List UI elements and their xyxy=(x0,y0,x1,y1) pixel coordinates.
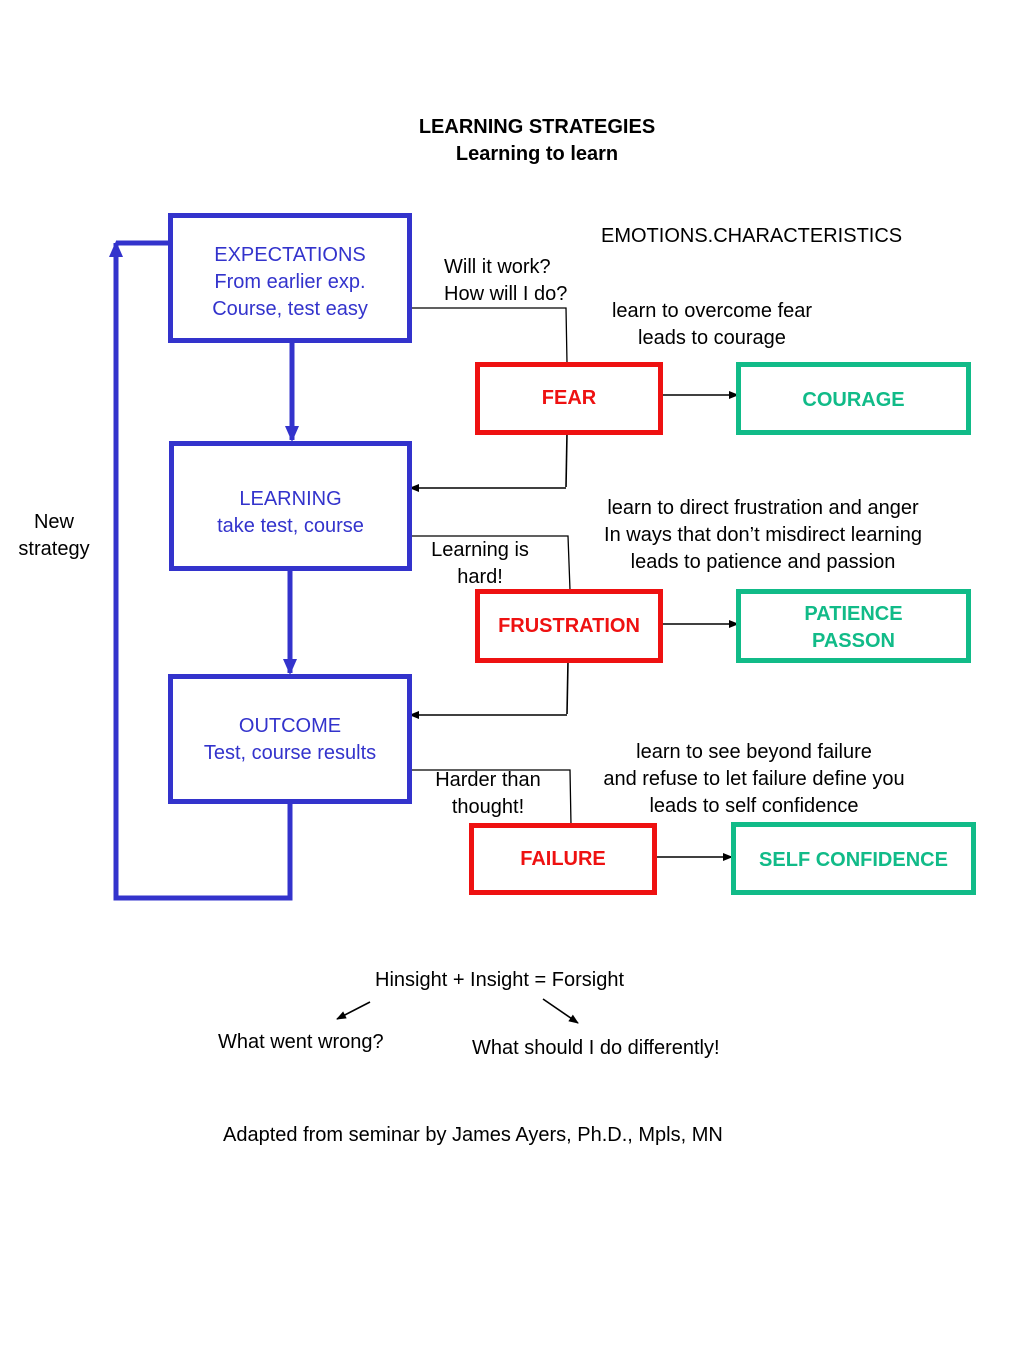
lesson-line: leads to patience and passion xyxy=(630,551,896,573)
feedback-label-line: strategy xyxy=(18,538,90,560)
characteristic-self-confidence: SELF CONFIDENCE xyxy=(731,822,976,895)
question-line: How will I do? xyxy=(444,283,568,305)
question-line: Learning is xyxy=(431,539,529,561)
emotion-label: FAILURE xyxy=(520,847,606,870)
characteristic-label: COURAGE xyxy=(802,389,905,411)
emotion-fear: FEAR xyxy=(475,362,663,435)
question-learning: Learning is hard! xyxy=(418,537,542,591)
emotions-heading: EMOTIONS.CHARACTERISTICS xyxy=(601,225,903,247)
stage-title: LEARNING xyxy=(239,488,342,510)
stage-outcome: OUTCOME Test, course results xyxy=(168,674,412,804)
stage-title: OUTCOME xyxy=(238,715,342,737)
lesson-line: learn to overcome fear xyxy=(611,300,813,322)
feedback-label-line: New xyxy=(33,511,74,533)
stage-title: EXPECTATIONS xyxy=(214,244,366,266)
lesson-line: In ways that don’t misdirect learning xyxy=(604,524,922,546)
stage-line: Course, test easy xyxy=(212,298,368,320)
lesson-fear: learn to overcome fear leads to courage xyxy=(582,298,842,352)
stage-expectations: EXPECTATIONS From earlier exp. Course, t… xyxy=(168,213,412,343)
characteristic-courage: COURAGE xyxy=(736,362,971,435)
formula-right: What should I do differently! xyxy=(472,1037,720,1059)
stage-arrows xyxy=(283,342,299,675)
formula-arrows xyxy=(336,998,579,1024)
feedback-loop xyxy=(109,240,293,901)
characteristic-label: PATIENCE xyxy=(804,603,903,625)
characteristic-label: PASSON xyxy=(812,630,895,652)
question-line: Harder than xyxy=(435,769,541,791)
stage-learning: LEARNING take test, course xyxy=(169,441,412,571)
question-line: hard! xyxy=(457,566,503,588)
question-connectors xyxy=(410,307,572,826)
question-outcome: Harder than thought! xyxy=(420,767,556,821)
diagram-title: LEARNING STRATEGIES Learning to learn xyxy=(312,114,762,168)
credit-line: Adapted from seminar by James Ayers, Ph.… xyxy=(223,1124,723,1146)
lesson-line: leads to courage xyxy=(638,327,786,349)
feedback-label: New strategy xyxy=(4,509,104,563)
stage-line: take test, course xyxy=(217,515,364,537)
formula-left: What went wrong? xyxy=(218,1031,384,1053)
emotion-failure: FAILURE xyxy=(469,823,657,895)
outcome-arrows xyxy=(655,391,739,861)
emotion-frustration: FRUSTRATION xyxy=(475,589,663,663)
formula: Hinsight + Insight = Forsight xyxy=(375,969,625,991)
emotion-label: FEAR xyxy=(541,387,597,409)
subtitle-line: Learning to learn xyxy=(455,143,619,165)
return-arrows xyxy=(409,432,569,719)
stage-line: Test, course results xyxy=(203,742,377,764)
emotion-label: FRUSTRATION xyxy=(498,614,640,637)
characteristic-label: SELF CONFIDENCE xyxy=(759,849,948,871)
stage-line: From earlier exp. xyxy=(214,271,366,293)
lesson-line: and refuse to let failure define you xyxy=(603,768,905,790)
lesson-line: learn to direct frustration and anger xyxy=(607,497,919,519)
lesson-line: leads to self confidence xyxy=(649,795,859,817)
question-line: Will it work? xyxy=(444,256,551,278)
lesson-failure: learn to see beyond failure and refuse t… xyxy=(570,739,938,820)
characteristic-patience: PATIENCE PASSON xyxy=(736,589,971,663)
lesson-frustration: learn to direct frustration and anger In… xyxy=(572,495,954,576)
lesson-line: learn to see beyond failure xyxy=(636,741,872,763)
question-line: thought! xyxy=(451,796,525,818)
title-line: LEARNING STRATEGIES xyxy=(418,116,656,138)
question-expectations: Will it work? How will I do? xyxy=(444,254,567,308)
